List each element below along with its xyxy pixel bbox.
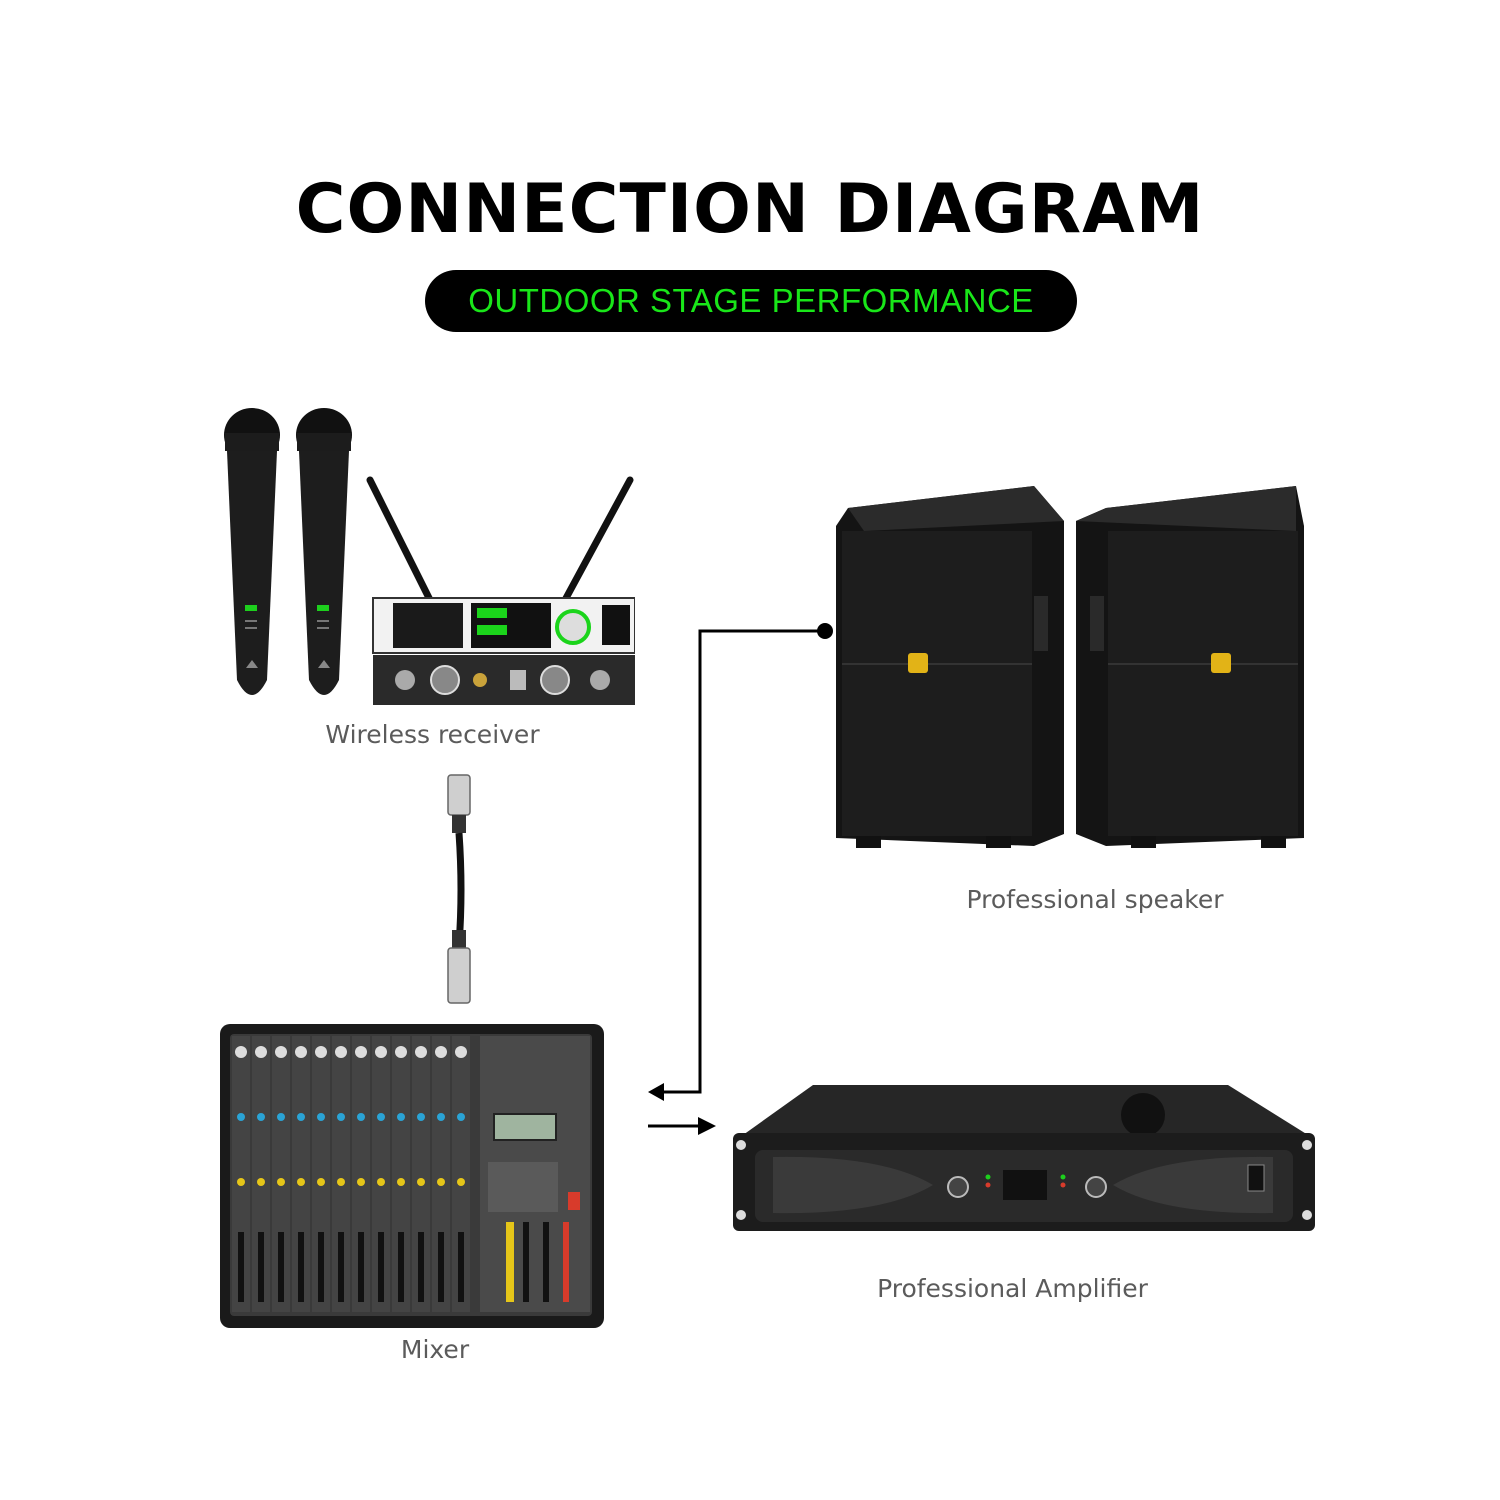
arrow-to-amplifier-icon xyxy=(698,1117,716,1135)
wireless-receiver-label: Wireless receiver xyxy=(325,720,540,749)
connection-lines xyxy=(640,615,840,1135)
amplifier-label: Professional Amplifier xyxy=(877,1274,1148,1303)
microphone-icon xyxy=(296,408,352,695)
subtitle-badge: OUTDOOR STAGE PERFORMANCE xyxy=(425,270,1077,332)
speaker-illustration xyxy=(836,486,1306,856)
speaker-cabinet-left xyxy=(836,486,1064,848)
wireless-receiver-illustration xyxy=(215,405,635,715)
xlr-cable-illustration xyxy=(440,770,480,1010)
speaker-connection-dot xyxy=(817,623,833,639)
microphone-icon xyxy=(224,408,280,695)
speaker-cabinet-right xyxy=(1076,486,1304,848)
speaker-label: Professional speaker xyxy=(966,885,1224,914)
mixer-illustration xyxy=(218,1022,606,1330)
arrow-to-mixer-icon xyxy=(648,1083,664,1101)
amplifier-illustration xyxy=(733,1085,1315,1245)
page-title: CONNECTION DIAGRAM xyxy=(295,170,1205,249)
subtitle-text: OUTDOOR STAGE PERFORMANCE xyxy=(468,282,1034,319)
mixer-label: Mixer xyxy=(400,1335,470,1364)
